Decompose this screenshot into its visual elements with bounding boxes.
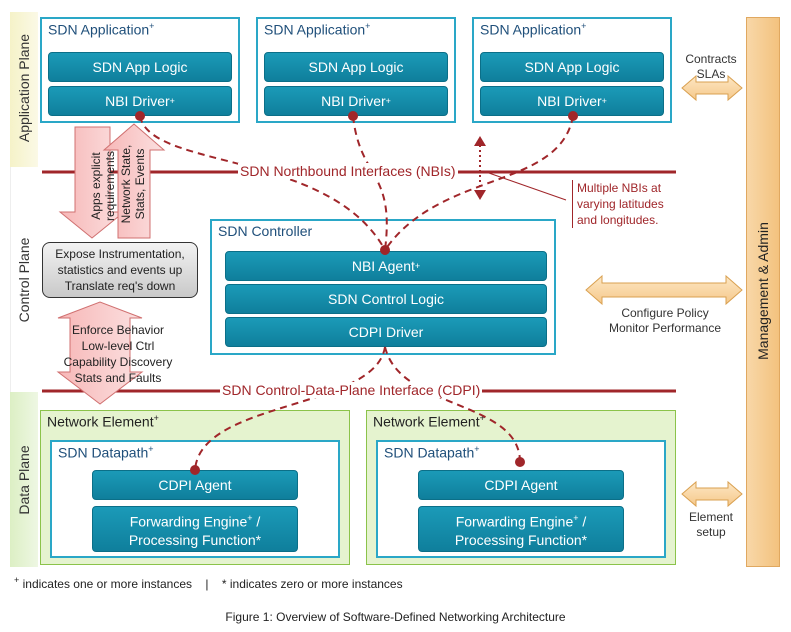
nbi-label: SDN Northbound Interfaces (NBIs) <box>238 163 458 179</box>
nbi-agent: NBI Agent+ <box>225 251 547 281</box>
nbi-driver-3: NBI Driver+ <box>480 86 664 116</box>
lower-bidirectional-arrow <box>56 301 144 405</box>
data-plane-band <box>10 392 38 567</box>
sdn-control-logic: SDN Control Logic <box>225 284 547 314</box>
ne-title: Network Element+ <box>47 413 159 430</box>
element-setup-arrow <box>681 480 743 508</box>
forwarding-engine-2: Forwarding Engine+ / Processing Function… <box>418 506 624 552</box>
configure-policy-text: Configure Policy Monitor Performance <box>608 306 722 335</box>
ne-title: Network Element+ <box>373 413 485 430</box>
cdpi-driver: CDPI Driver <box>225 317 547 347</box>
apps-requirements-text: Apps explicit requirements <box>89 150 117 222</box>
expose-instrumentation-box: Expose Instrumentation, statistics and e… <box>42 242 198 298</box>
element-setup-text: Element setup <box>688 510 734 539</box>
down-requirements-arrow <box>58 126 126 239</box>
dash-driver-to-agent1 <box>194 346 386 471</box>
application-plane-band <box>10 12 38 167</box>
contracts-arrow <box>681 74 743 102</box>
dash-app1-to-agent <box>139 115 386 251</box>
management-admin-bar <box>746 17 780 567</box>
app-logic-3: SDN App Logic <box>480 52 664 82</box>
footnote: + indicates one or more instances | * in… <box>14 575 403 591</box>
configure-arrow <box>585 274 743 306</box>
app-title: SDN Application+ <box>48 21 155 38</box>
nbi-driver-1: NBI Driver+ <box>48 86 232 116</box>
dash-driver-to-agent2 <box>384 346 521 463</box>
app-title: SDN Application+ <box>480 21 587 38</box>
datapath-title: SDN Datapath+ <box>384 444 480 461</box>
dash-app3-to-agent <box>384 115 574 251</box>
forwarding-engine-1: Forwarding Engine+ / Processing Function… <box>92 506 298 552</box>
app-logic-1: SDN App Logic <box>48 52 232 82</box>
cdpi-agent-1: CDPI Agent <box>92 470 298 500</box>
network-state-text: Network State, Stats, Events <box>119 144 147 224</box>
datapath-title: SDN Datapath+ <box>58 444 154 461</box>
up-state-arrow <box>102 123 166 239</box>
cdpi-label: SDN Control-Data-Plane Interface (CDPI) <box>220 382 483 398</box>
multiple-nbis-text: Multiple NBIs at varying latitudes and l… <box>572 180 664 228</box>
controller-title: SDN Controller <box>218 223 313 239</box>
dash-app2-to-agent <box>352 115 388 251</box>
figure-caption: Figure 1: Overview of Software-Defined N… <box>225 610 566 624</box>
control-plane-band <box>10 167 38 392</box>
nbi-driver-2: NBI Driver+ <box>264 86 448 116</box>
contracts-slas-text: Contracts SLAs <box>685 52 737 81</box>
cdpi-agent-2: CDPI Agent <box>418 470 624 500</box>
app-title: SDN Application+ <box>264 21 371 38</box>
enforce-behavior-text: Enforce Behavior Low-level Ctrl Capabili… <box>63 323 173 385</box>
app-logic-2: SDN App Logic <box>264 52 448 82</box>
